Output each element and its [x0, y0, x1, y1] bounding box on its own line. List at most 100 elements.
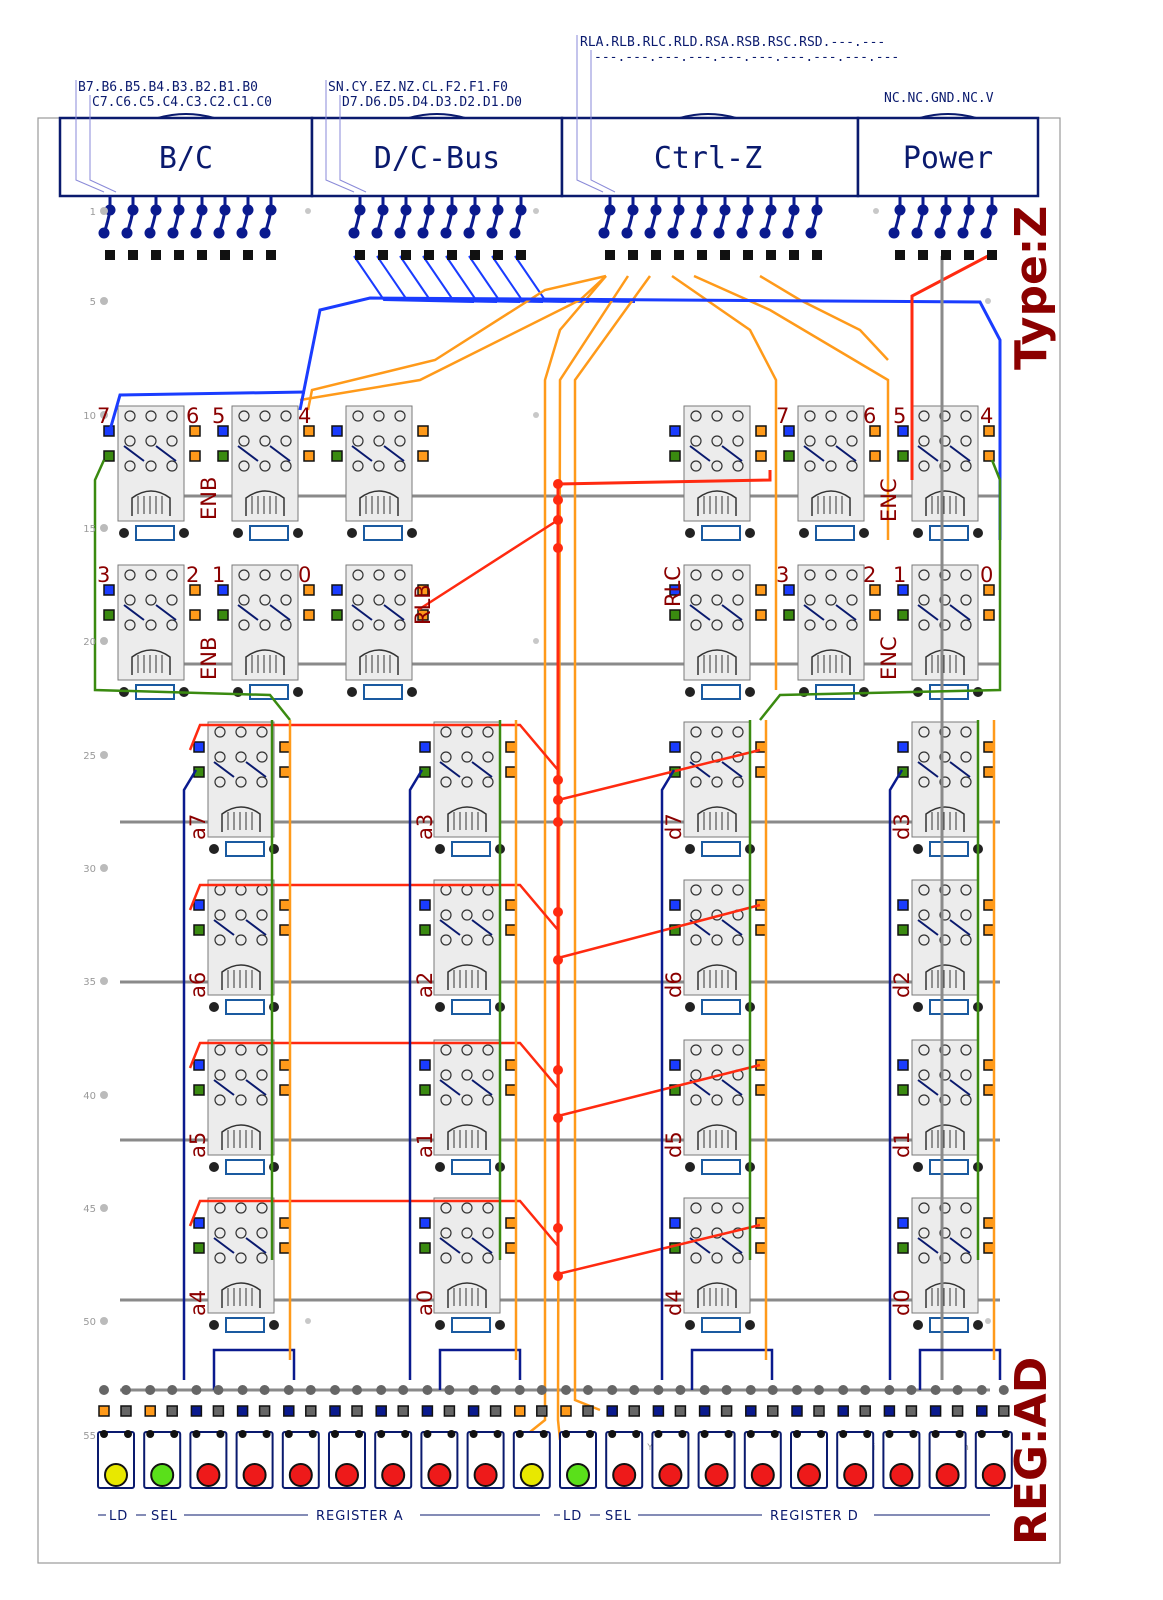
led-pad — [258, 1405, 271, 1417]
relay-contact — [846, 569, 858, 581]
relay-contact — [482, 909, 494, 921]
relay-contact — [235, 1069, 247, 1081]
relay-body — [683, 1197, 751, 1314]
relay-contact — [711, 934, 723, 946]
connector-pin — [424, 250, 434, 260]
relay-contact — [960, 594, 972, 606]
relay-contact — [440, 751, 452, 763]
control-trace — [519, 275, 607, 1441]
relay-coil — [447, 1124, 487, 1150]
relay-diode — [451, 1159, 491, 1175]
relay-side-pad — [983, 924, 995, 936]
register-relay — [419, 1039, 517, 1175]
relay-side-pad — [983, 425, 995, 437]
register-relay — [897, 1039, 995, 1175]
relay-contact — [235, 1094, 247, 1106]
relay-contact — [394, 569, 406, 581]
relay-side-pad — [755, 425, 767, 437]
connector-pin — [690, 227, 702, 239]
relay-contact — [440, 909, 452, 921]
connector-pin — [604, 204, 616, 216]
connector-pin — [220, 250, 230, 260]
relay-side-pad — [419, 1059, 431, 1071]
cell-d1: d1 — [890, 1131, 914, 1158]
connector-pin — [394, 227, 406, 239]
relay-body — [207, 721, 275, 838]
relay-side-pad — [303, 450, 315, 462]
control-relay — [783, 405, 881, 541]
connector-pin — [167, 227, 179, 239]
led-pad — [863, 1430, 872, 1438]
relay-side-pad — [669, 450, 681, 462]
relay-contact — [461, 1227, 473, 1239]
led-pad — [1001, 1430, 1010, 1438]
led-lamp — [981, 1463, 1006, 1487]
led-lamp — [335, 1463, 359, 1487]
connector-pin — [957, 227, 969, 239]
relay-contact — [918, 726, 930, 738]
relay-contact — [235, 1227, 247, 1239]
connector-pin — [621, 227, 633, 239]
connector-pin — [742, 204, 754, 216]
relay-contact — [373, 410, 385, 422]
relay-diode — [815, 525, 855, 541]
connector-pin — [673, 204, 685, 216]
strip-pad — [767, 1385, 778, 1395]
relay-switch — [213, 1079, 267, 1096]
label-leaders — [75, 35, 616, 193]
relay-body — [433, 879, 501, 996]
bc-pin-labels-1: B7.B6.B5.B4.B3.B2.B1.B0 — [78, 80, 258, 95]
bit-c1: 1 — [893, 563, 906, 587]
relay-side-pad — [505, 1084, 517, 1096]
control-trace — [299, 275, 607, 402]
relay-contact — [373, 460, 385, 472]
relay-side-pad — [331, 584, 343, 596]
led — [605, 1430, 644, 1489]
connector-pin — [940, 204, 952, 216]
relay-pad — [347, 528, 357, 538]
relay-contact — [256, 751, 268, 763]
relay-contact — [804, 619, 816, 631]
relay-contact — [214, 934, 226, 946]
cell-a0: a0 — [413, 1290, 437, 1316]
cell-d2: d2 — [890, 971, 914, 998]
strip-pad — [653, 1385, 664, 1395]
relay-side-pad — [279, 1217, 291, 1229]
relay-contact — [918, 619, 930, 631]
relay-switch — [213, 919, 267, 936]
relay-contact — [732, 1252, 744, 1264]
relay-contact — [960, 934, 972, 946]
relay-contact — [259, 410, 271, 422]
led-pad — [469, 1430, 478, 1438]
bit-b1: 1 — [212, 563, 225, 587]
relay-body — [911, 1197, 979, 1314]
led-pad — [146, 1430, 155, 1438]
relay-body — [433, 1039, 501, 1156]
relay-contact — [918, 460, 930, 472]
strip-pad — [283, 1385, 294, 1395]
connector-pin — [674, 250, 684, 260]
relay-contact — [124, 619, 136, 631]
relay-contact — [394, 410, 406, 422]
connector-pin — [486, 227, 498, 239]
relay-contact — [461, 751, 473, 763]
led-pad — [536, 1405, 548, 1417]
strip-pad — [398, 1385, 409, 1395]
strip-pad — [259, 1385, 270, 1395]
relay-contact — [256, 934, 268, 946]
relay-switch — [237, 604, 291, 621]
relay-pad — [913, 528, 923, 538]
relay-side-pad — [193, 1084, 205, 1096]
led — [974, 1430, 1013, 1489]
relay-side-pad — [303, 609, 315, 621]
led-pad — [998, 1405, 1010, 1417]
led-pad — [375, 1405, 387, 1417]
strip-pad — [191, 1385, 202, 1395]
connector-pin — [736, 227, 748, 239]
relay-contact — [918, 934, 930, 946]
relay-contact — [918, 909, 930, 921]
relay-contact — [280, 619, 292, 631]
connector-pin — [400, 204, 412, 216]
red-select-trace — [188, 883, 559, 931]
relay-contact — [711, 1252, 723, 1264]
